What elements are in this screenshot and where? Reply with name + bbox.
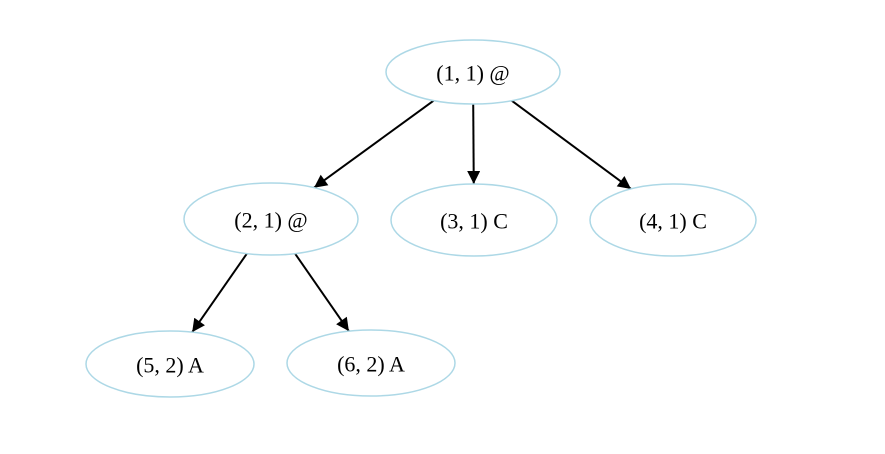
node-ellipse: [390, 183, 558, 257]
edge-1-3: [467, 103, 481, 185]
node-label: (5, 2) A: [136, 353, 204, 378]
node-label: (4, 1) C: [639, 209, 707, 234]
nodes-layer: (1, 1) @ (2, 1) @ (3, 1) C (4, 1) C (5, 2) A…: [85, 39, 757, 398]
node-ellipse: [183, 182, 359, 256]
edge-2-6: [294, 253, 350, 332]
tree-node-4: (4, 1) C: [589, 183, 757, 257]
node-ellipse: [85, 330, 255, 398]
tree-node-5: (5, 2) A: [85, 330, 255, 398]
edge-2-5: [191, 253, 248, 333]
node-label: (1, 1) @: [436, 61, 509, 86]
node-label: (6, 2) A: [337, 352, 405, 377]
tree-node-2: (2, 1) @: [183, 182, 359, 256]
node-label: (2, 1) @: [234, 208, 307, 233]
node-ellipse: [589, 183, 757, 257]
tree-node-1: (1, 1) @: [385, 39, 561, 105]
edges-layer: [191, 99, 632, 333]
node-ellipse: [385, 39, 561, 105]
node-ellipse: [286, 329, 456, 397]
tree-node-6: (6, 2) A: [286, 329, 456, 397]
edge-1-4: [511, 99, 632, 190]
edge-1-2: [313, 99, 435, 189]
node-label: (3, 1) C: [440, 209, 508, 234]
tree-node-3: (3, 1) C: [390, 183, 558, 257]
